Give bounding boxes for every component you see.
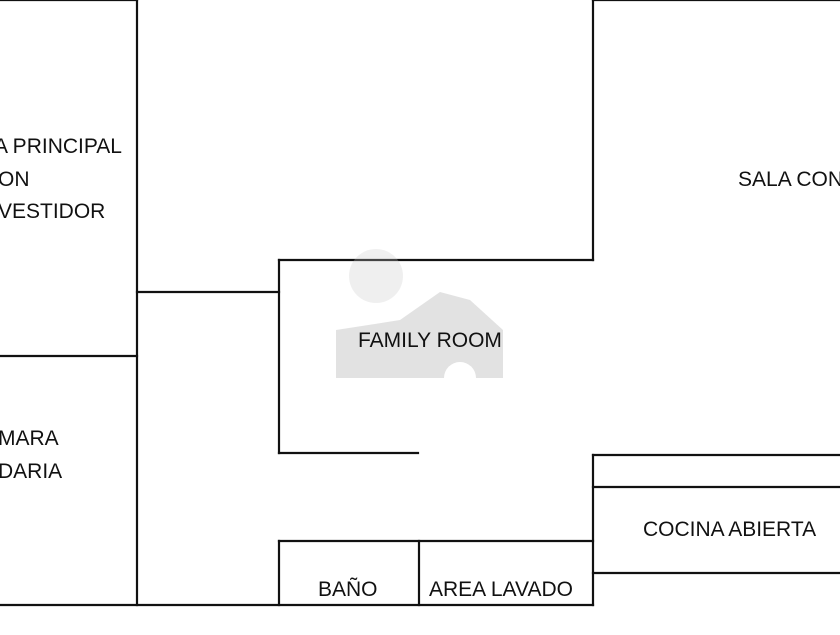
family-room-label: FAMILY ROOM (358, 329, 502, 352)
secondary-bedroom-label-2: DARIA (0, 460, 63, 483)
living-room-label: SALA CON (738, 168, 840, 191)
master-bedroom-label-1: A PRINCIPAL (0, 135, 122, 158)
laundry-label: AREA LAVADO (429, 578, 573, 601)
secondary-bedroom-label-1: MARA (0, 427, 59, 450)
bathroom-label: BAÑO (318, 578, 378, 601)
master-bedroom-label-2: ON (0, 168, 30, 191)
kitchen-label: COCINA ABIERTA (643, 518, 817, 541)
master-bedroom-label-3: VESTIDOR (0, 200, 106, 223)
